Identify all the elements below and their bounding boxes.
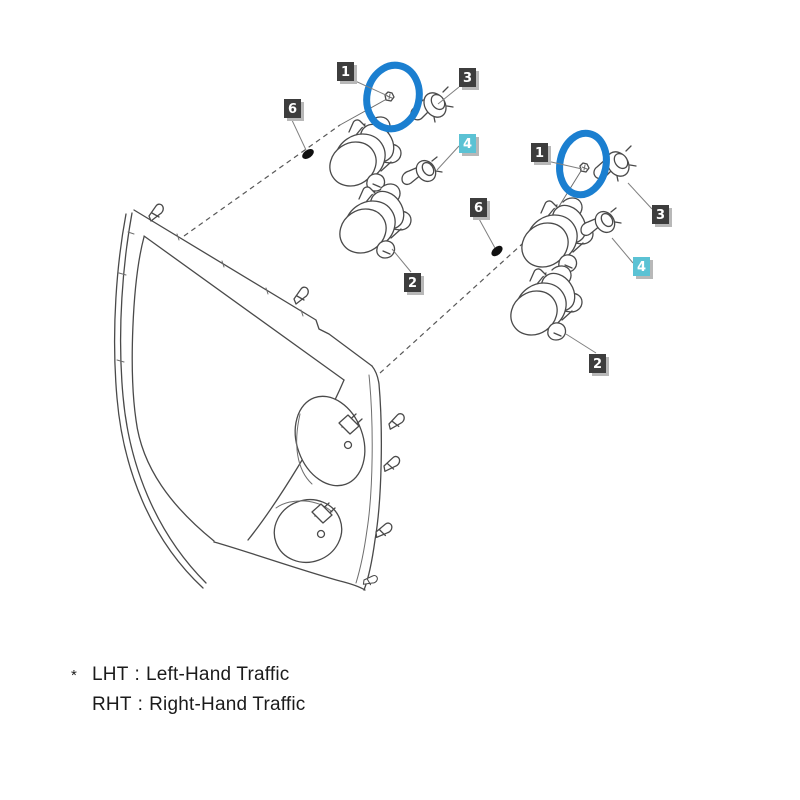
callout-number: 6 <box>474 201 483 216</box>
legend-line-lht: * LHT:Left-Hand Traffic <box>71 660 306 690</box>
callout-box <box>652 205 669 224</box>
callout-3-left: 3 <box>459 68 479 90</box>
fascia-inner-left-edge <box>131 236 215 542</box>
callouts-left: 1 3 6 4 2 <box>284 62 479 295</box>
callout-1-left: 1 <box>337 62 357 84</box>
front-fascia-panel <box>113 203 406 591</box>
leader-1-right <box>546 160 583 170</box>
fascia-clip-icon <box>148 203 164 222</box>
fascia-left-strip-inner <box>119 212 207 584</box>
callouts-right: 1 3 6 4 2 <box>470 143 672 376</box>
callout-number: 1 <box>535 146 544 161</box>
callout-box <box>284 99 301 118</box>
leader-4-left <box>436 145 460 171</box>
leader-2-left <box>391 248 412 273</box>
callout-box <box>337 62 354 81</box>
headlamp-unit-right-upper <box>512 197 594 277</box>
headlamp-unit-right-lower <box>501 265 583 345</box>
fascia-left-strip-outer <box>113 213 204 589</box>
callout-box-accent <box>459 134 476 153</box>
fascia-top-edge <box>133 209 373 367</box>
legend-separator: : <box>137 694 144 715</box>
fog-lamp-opening-lower <box>273 498 343 564</box>
fascia-clip-icon <box>361 571 380 590</box>
footnote-asterisk: * <box>71 667 78 684</box>
callout-number: 4 <box>463 137 472 152</box>
headlamp-assembly-left <box>320 61 454 263</box>
headlamp-unit-left-lower <box>330 183 412 263</box>
fog-lamp-opening-upper <box>294 395 366 487</box>
alignment-dot-right <box>491 245 503 257</box>
legend-line-rht: RHT:Right-Hand Traffic <box>71 690 306 719</box>
callout-leader-lines <box>290 79 653 354</box>
callout-number: 6 <box>288 102 297 117</box>
fascia-clip-icon <box>293 286 309 305</box>
callout-3-right: 3 <box>652 205 672 227</box>
callout-6-right: 6 <box>470 198 490 220</box>
callout-2-right: 2 <box>589 354 609 376</box>
fascia-strip-ticks <box>116 231 135 363</box>
headlamp-assembly-right <box>501 129 637 345</box>
leader-4-right <box>611 237 634 264</box>
adjuster-screw-left <box>384 91 395 102</box>
alignment-dot-left <box>302 149 314 159</box>
fascia-top-edge-ticks <box>176 233 304 317</box>
callout-number: 2 <box>408 276 417 291</box>
alignment-dashed-line-right <box>379 215 554 374</box>
fascia-inner-top-edge <box>143 235 345 381</box>
highlight-circle-right <box>556 129 610 199</box>
alignment-dashed-line-left <box>183 124 341 237</box>
callout-4-right: 4 <box>633 257 653 279</box>
callout-number: 3 <box>656 208 665 223</box>
legend-abbr: RHT <box>92 694 132 715</box>
fascia-right-edge <box>363 365 382 591</box>
callout-number: 4 <box>637 260 646 275</box>
callout-box <box>459 68 476 87</box>
fascia-right-inner-line <box>355 374 373 584</box>
fascia-bottom-edge <box>213 541 366 591</box>
callout-number: 3 <box>463 71 472 86</box>
callout-2-left: 2 <box>404 273 424 295</box>
leader-3-right <box>627 182 653 210</box>
callout-1-right: 1 <box>531 143 551 165</box>
alignment-line-left-end <box>339 99 386 126</box>
legend: *LHT:Left-Hand Traffic RHT:Right-Hand Tr… <box>71 660 306 719</box>
callout-box-accent <box>633 257 650 276</box>
fascia-clip-icon <box>387 411 406 432</box>
park-bulb-right <box>580 207 622 237</box>
callout-box <box>470 198 487 217</box>
callout-box <box>589 354 606 373</box>
fascia-clip-icon <box>382 453 402 475</box>
leader-6-left <box>290 117 307 151</box>
callout-6-left: 6 <box>284 99 304 121</box>
park-bulb-left <box>401 156 443 186</box>
leader-6-right <box>477 216 496 249</box>
callout-box <box>404 273 421 292</box>
highlight-circle-left <box>363 61 423 133</box>
leader-2-right <box>565 333 597 354</box>
leader-3-left <box>437 86 460 105</box>
legend-separator: : <box>134 664 140 685</box>
fog-lamp-opening-lower-arc <box>275 500 333 513</box>
leader-1-left <box>352 79 389 97</box>
adjuster-screw-right <box>579 162 590 173</box>
callout-number: 2 <box>593 357 602 372</box>
legend-description: Right-Hand Traffic <box>149 694 306 715</box>
legend-abbr: LHT <box>92 664 129 685</box>
callout-box <box>531 143 548 162</box>
legend-description: Left-Hand Traffic <box>145 664 290 685</box>
callout-4-left: 4 <box>459 134 479 156</box>
fog-lamp-opening-upper-arc <box>296 413 313 485</box>
callout-number: 1 <box>341 65 350 80</box>
